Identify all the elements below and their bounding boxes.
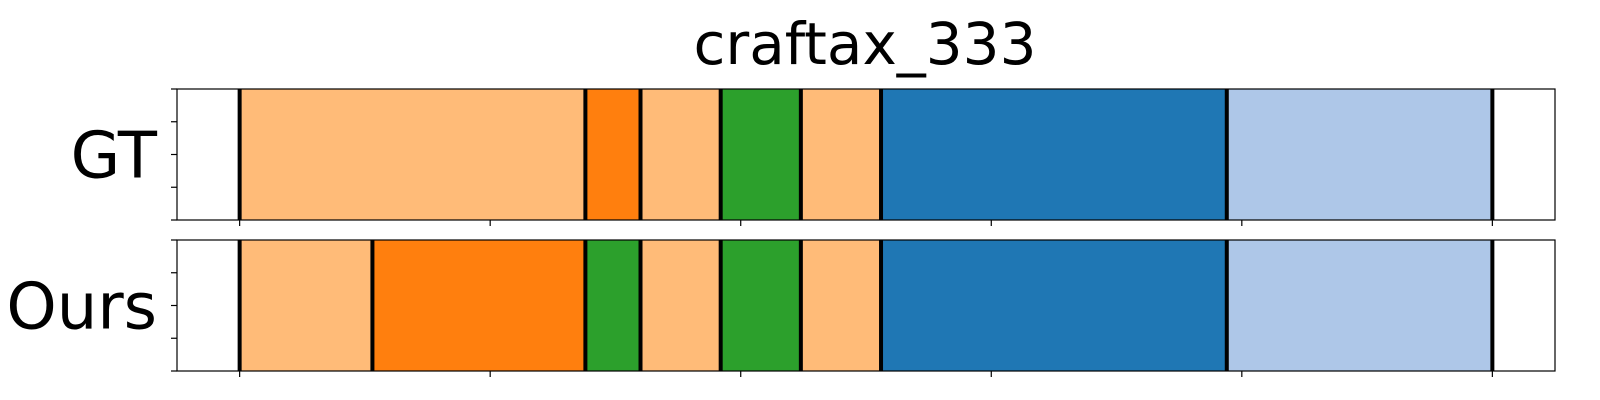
segment-0-4 [800, 89, 882, 220]
row-gt: GT [71, 88, 1556, 226]
segment-0-2 [640, 89, 721, 220]
row-ours: Ours [6, 239, 1556, 377]
segment-1-6 [881, 240, 1227, 371]
segment-1-2 [585, 240, 641, 371]
segment-1-4 [720, 240, 801, 371]
segment-0-3 [720, 89, 801, 220]
segment-1-7 [1226, 240, 1493, 371]
row-label: GT [71, 120, 158, 194]
segment-1-5 [800, 240, 882, 371]
segment-1-3 [640, 240, 721, 371]
chart-title: craftax_333 [694, 10, 1037, 78]
row-label: Ours [6, 271, 157, 345]
rows-layer: GT Ours [6, 88, 1556, 377]
segment-0-6 [1226, 89, 1493, 220]
segment-0-5 [881, 89, 1227, 220]
segment-0-1 [585, 89, 641, 220]
segment-1-1 [372, 240, 586, 371]
segment-1-0 [239, 240, 373, 371]
segment-0-0 [239, 89, 586, 220]
